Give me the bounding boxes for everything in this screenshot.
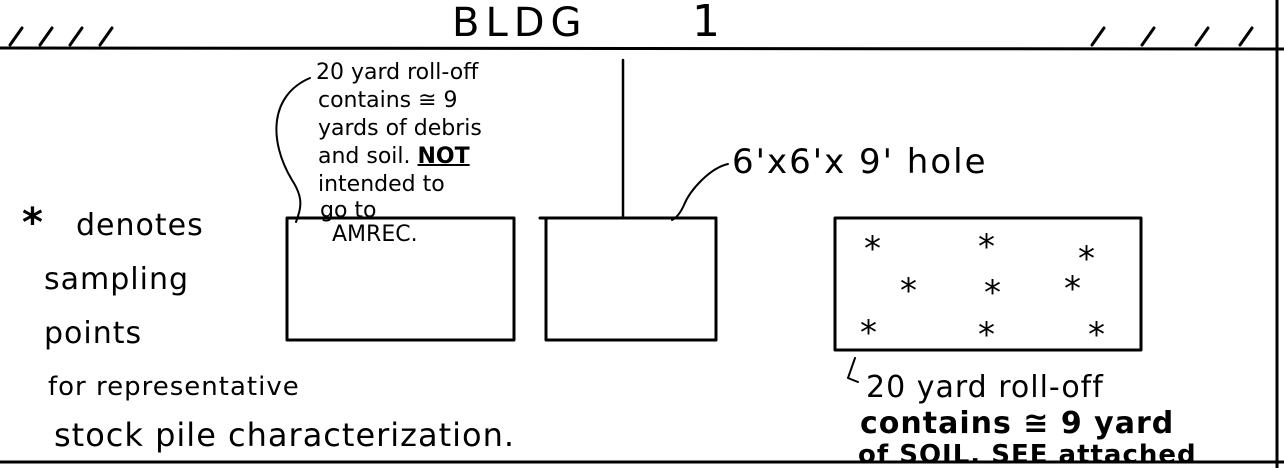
left-note-not: NOT <box>418 144 470 169</box>
sample-point: * <box>1088 318 1105 352</box>
right-note-line-2: contains ≅ 9 yard <box>860 406 1174 441</box>
left-note-line-3: yards of debris <box>318 116 482 142</box>
left-note-line-6: go to <box>320 198 377 224</box>
building-label: BLDG <box>452 0 588 46</box>
legend-line-3: points <box>44 316 142 351</box>
left-note-line-7: AMREC. <box>332 222 418 248</box>
left-note-line-5: intended to <box>318 172 445 198</box>
legend-asterisk: * <box>22 206 43 240</box>
legend-line-1: denotes <box>76 208 204 243</box>
left-note-line-4: and soil. NOT <box>318 144 470 170</box>
left-note-leader <box>276 78 310 222</box>
right-note-leader <box>848 358 858 382</box>
sample-point: * <box>860 316 877 350</box>
legend-line-5: stock pile characterization. <box>54 416 515 454</box>
wall-hatch-left <box>10 28 112 45</box>
left-note-line-4a: and soil. <box>318 144 418 169</box>
right-note-line-1: 20 yard roll-off <box>866 370 1104 405</box>
hole-box <box>546 218 716 340</box>
building-number: 1 <box>692 0 720 47</box>
sample-point: * <box>984 276 1001 310</box>
sample-point: * <box>978 230 995 264</box>
wall-hatch-right <box>1092 28 1252 45</box>
sample-point: * <box>900 274 917 308</box>
sample-point: * <box>978 318 995 352</box>
right-note-line-3: of SOIL. SEE attached <box>858 440 1197 470</box>
left-note-line-1: 20 yard roll-off <box>316 60 478 86</box>
sample-point: * <box>1064 272 1081 306</box>
legend-line-4: for representative <box>48 372 300 402</box>
legend-line-2: sampling <box>44 262 189 297</box>
hole-leader <box>672 164 728 220</box>
hole-label: 6'x6'x 9' hole <box>732 142 988 182</box>
left-note-line-2: contains ≅ 9 <box>318 88 458 114</box>
building-wall-line <box>0 48 1284 49</box>
sample-point: * <box>864 232 881 266</box>
